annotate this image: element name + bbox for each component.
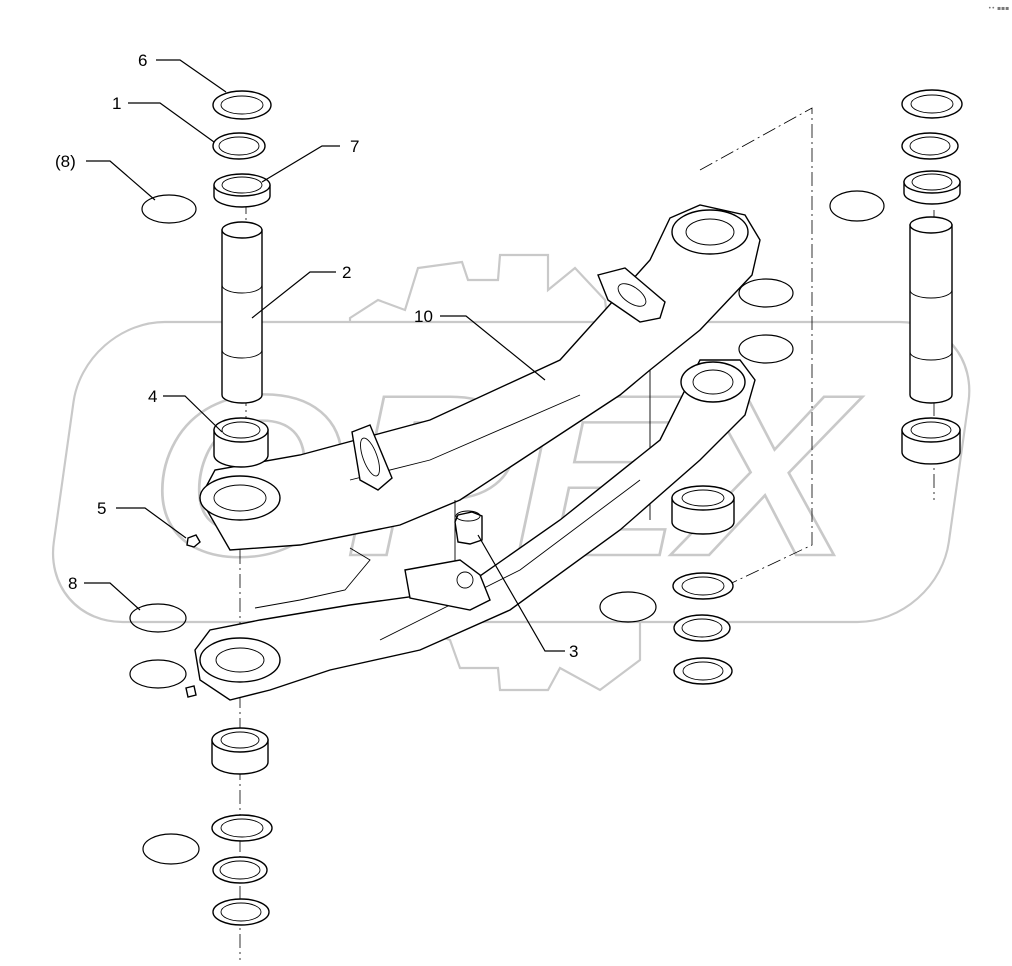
callouts: 6 1 (8) 7 2 10 4 5 8 3 bbox=[55, 51, 578, 661]
left-lower-pin-stack bbox=[129, 603, 273, 926]
callout-8-bracketed: (8) bbox=[55, 152, 76, 171]
callout-4: 4 bbox=[148, 387, 157, 406]
callout-3: 3 bbox=[569, 642, 578, 661]
callout-6: 6 bbox=[138, 51, 147, 70]
callout-5: 5 bbox=[97, 499, 106, 518]
callout-7: 7 bbox=[350, 137, 359, 156]
callout-8: 8 bbox=[68, 574, 77, 593]
left-upper-pin-stack bbox=[141, 90, 272, 548]
part-3-stub bbox=[454, 510, 483, 545]
callout-1: 1 bbox=[112, 94, 121, 113]
middle-ring-stack bbox=[599, 278, 794, 685]
callout-2: 2 bbox=[342, 263, 351, 282]
corner-mark: •• ▪▪▪ bbox=[988, 5, 1009, 12]
swing-frame bbox=[194, 204, 761, 701]
right-pin-stack bbox=[829, 89, 963, 465]
callout-10: 10 bbox=[414, 307, 433, 326]
leader-lines bbox=[84, 59, 565, 652]
